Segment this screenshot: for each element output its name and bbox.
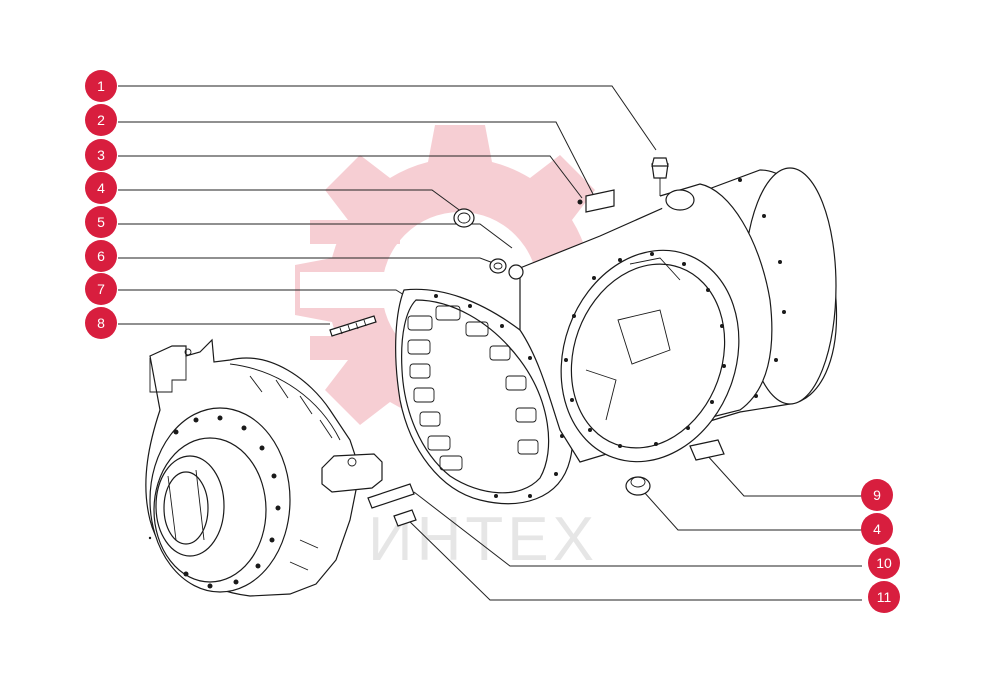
plug [453, 208, 475, 228]
svg-text:9: 9 [873, 487, 881, 503]
svg-text:7: 7 [97, 281, 105, 297]
svg-text:2: 2 [97, 112, 105, 128]
svg-text:4: 4 [97, 180, 105, 196]
callout-badge: 1 [85, 70, 117, 102]
stud [329, 315, 377, 337]
svg-text:10: 10 [876, 555, 892, 571]
callout-badge: 2 [85, 104, 117, 136]
dowel-pin-short [393, 509, 417, 527]
callout-badge: 10 [868, 547, 900, 579]
drain-plug [625, 476, 651, 496]
axle-housing [508, 167, 838, 463]
nut-washer [489, 258, 507, 274]
leader-lines [118, 85, 862, 601]
svg-text:1: 1 [97, 78, 105, 94]
shim [689, 439, 725, 461]
callout-badge: 3 [85, 139, 117, 171]
breather-valve [651, 157, 669, 196]
dowel-pin-long [367, 483, 415, 509]
name-plate [577, 189, 615, 213]
callout-badge: 5 [85, 206, 117, 238]
callout-badge: 9 [861, 479, 893, 511]
callout-badge: 7 [85, 273, 117, 305]
svg-text:8: 8 [97, 315, 105, 331]
callout-list: 1 2 3 4 5 6 7 8 [85, 70, 900, 613]
callout-badge: 6 [85, 240, 117, 272]
callout-badge: 8 [85, 307, 117, 339]
callout-badge: 4 [861, 513, 893, 545]
svg-text:6: 6 [97, 248, 105, 264]
svg-text:3: 3 [97, 147, 105, 163]
callout-badge: 4 [85, 172, 117, 204]
svg-text:4: 4 [873, 521, 881, 537]
svg-text:11: 11 [877, 589, 892, 605]
wheel-hub-carrier [145, 338, 383, 597]
callout-badge: 11 [868, 581, 900, 613]
svg-text:5: 5 [97, 214, 105, 230]
